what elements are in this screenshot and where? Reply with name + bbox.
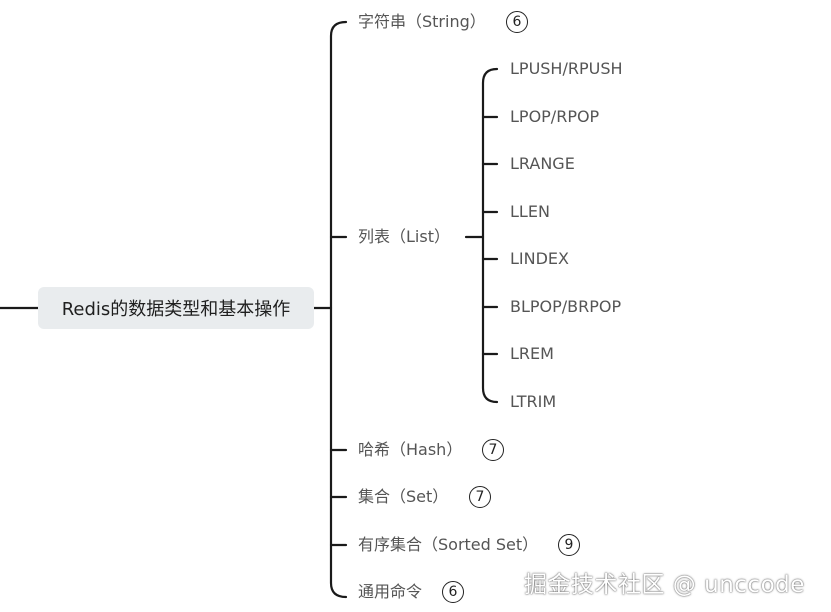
list-item-lpush-rpush[interactable]: LPUSH/RPUSH	[510, 59, 623, 78]
branch-hash[interactable]: 哈希（Hash）	[358, 440, 462, 460]
branch-string[interactable]: 字符串（String）	[358, 12, 486, 32]
branch-set[interactable]: 集合（Set）	[358, 487, 448, 507]
branch-label: 集合（Set）	[358, 487, 449, 506]
count-badge: 7	[469, 486, 491, 508]
branch-label: 字符串（String）	[358, 12, 486, 31]
branch-label: 列表（List）	[358, 227, 450, 246]
branch-general-commands[interactable]: 通用命令	[358, 582, 422, 602]
count-badge: 6	[506, 11, 528, 33]
root-node[interactable]: Redis的数据类型和基本操作	[38, 287, 314, 329]
branch-label: 有序集合（Sorted Set）	[358, 535, 539, 554]
count-badge: 6	[442, 581, 464, 603]
branch-label: 通用命令	[358, 582, 423, 601]
list-item-lindex[interactable]: LINDEX	[510, 249, 569, 268]
watermark: 掘金技术社区 @ unccode	[524, 572, 805, 598]
list-item-ltrim[interactable]: LTRIM	[510, 392, 557, 411]
branch-label: 哈希（Hash）	[358, 440, 463, 459]
count-badge: 7	[482, 439, 504, 461]
list-item-lrem[interactable]: LREM	[510, 344, 554, 363]
root-node-label: Redis的数据类型和基本操作	[61, 299, 291, 320]
branch-sorted-set[interactable]: 有序集合（Sorted Set）	[358, 535, 538, 555]
branch-list[interactable]: 列表（List）	[358, 227, 450, 247]
list-item-lrange[interactable]: LRANGE	[510, 154, 575, 173]
list-item-lpop-rpop[interactable]: LPOP/RPOP	[510, 107, 600, 126]
count-badge: 9	[558, 534, 580, 556]
list-item-blpop-brpop[interactable]: BLPOP/BRPOP	[510, 297, 622, 316]
list-item-llen[interactable]: LLEN	[510, 202, 550, 221]
